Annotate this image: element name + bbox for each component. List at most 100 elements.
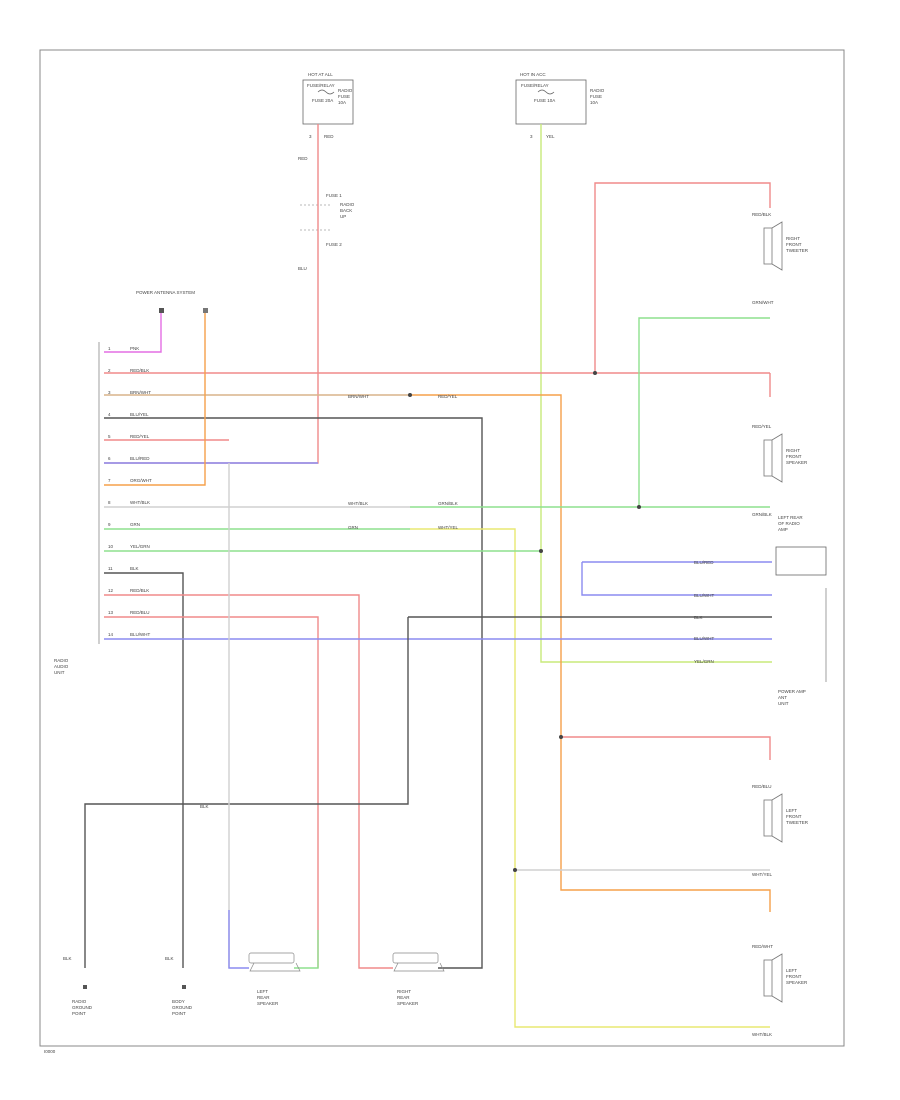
amp-wire-4: BLU/WHT (694, 636, 715, 641)
amp-wire-5: YEL/GRN (694, 659, 714, 664)
right-rear-label-2: REAR (397, 995, 410, 1000)
mid-fuse-side-1: RADIO (340, 202, 355, 207)
fuse-left-fuse: FUSE 20A (312, 98, 333, 103)
wire-black-18 (104, 572, 184, 968)
radio-unit-label-2: AUDIO (54, 664, 69, 669)
splice-dot-3 (559, 735, 563, 739)
wire-blue-27 (228, 910, 249, 969)
splice-dot-1 (637, 505, 641, 509)
amp-connector: LEFT REAR OF RADIO AMP POWER AMP ANT UNI… (694, 515, 827, 706)
right-speaker-label: FRONT (786, 814, 802, 819)
radio-ground-wire: BLK (63, 956, 72, 961)
antenna-terminal-2 (203, 308, 208, 313)
left-rear-label-1: LEFT (257, 989, 268, 994)
right-speaker-label: FRONT (786, 242, 802, 247)
fuse-left-pin: 3 (309, 134, 312, 139)
amp-label-3: AMP (778, 527, 788, 532)
right-speaker-group: RIGHTFRONTTWEETERRED/BLKGRN/WHTRIGHTFRON… (752, 212, 809, 1037)
mid-fuse-label-2: FUSE 2 (326, 242, 342, 247)
right-speaker-wire-bottom: WHT/BLK (752, 1032, 772, 1037)
splice-dot-4 (513, 868, 517, 872)
wire-red-20 (104, 616, 319, 968)
amp-bottom-label-2: ANT (778, 695, 787, 700)
radio-pin-number: 14 (108, 632, 114, 637)
wire-black-25 (84, 617, 409, 968)
wire-green-28 (294, 930, 319, 969)
radio-unit-label-3: UNIT (54, 670, 65, 675)
wire-green-14 (638, 317, 770, 507)
fuse-left-side-3: 10A (338, 100, 346, 105)
wire-black-8 (104, 417, 483, 969)
amp-wire-2: BLU/WHT (694, 593, 715, 598)
mid-fuse-wire-1: RED (298, 156, 308, 161)
right-speaker-label: SPEAKER (786, 460, 808, 465)
antenna-system-label: POWER ANTENNA SYSTEM (136, 290, 195, 295)
radio-pin-wire: BLK (130, 566, 139, 571)
radio-pin-number: 7 (108, 478, 111, 483)
body-ground-label-1: BODY (172, 999, 185, 1004)
radio-pin-wire: BLU/YEL (130, 412, 149, 417)
radio-pin-wire: BRN/WHT (130, 390, 151, 395)
mid-fuse-label-1: FUSE 1 (326, 193, 342, 198)
wire-orange-7 (410, 394, 771, 912)
body-ground-wire: BLK (165, 956, 174, 961)
right-speaker-label: FRONT (786, 974, 802, 979)
radio-pin-number: 11 (108, 566, 113, 571)
wire-orange-11 (104, 313, 206, 486)
radio-pin-wire: ORG/WHT (130, 478, 152, 483)
radio-pin-number: 5 (108, 434, 111, 439)
radio-pin-wire: RED/BLU (130, 610, 150, 615)
fuse-right-box: FUSE/RELAY (521, 83, 549, 88)
wire-pink-2 (104, 313, 162, 353)
splice-dot-5 (408, 393, 412, 397)
splice-dot-2 (539, 549, 543, 553)
right-speaker-label: TWEETER (786, 820, 809, 825)
amp-wire-3: BLK (694, 615, 703, 620)
wire-red-19 (104, 594, 393, 969)
right-speaker-label: LEFT (786, 968, 797, 973)
fuse-left-box: FUSE/RELAY (307, 83, 335, 88)
fuse-box-left: HOT AT ALL FUSE/RELAY FUSE 20A RADIO FUS… (302, 72, 354, 139)
fuse-left-wire: RED (324, 134, 334, 139)
radio-pin-wire: BLU/WHT (130, 632, 151, 637)
fuse-box-right: HOT IN ACC FUSE/RELAY FUSE 10A RADIO FUS… (515, 72, 605, 139)
radio-pin-number: 6 (108, 456, 111, 461)
amp-bottom-label-1: POWER AMP (778, 689, 806, 694)
mid-fuse-side-3: UP (340, 214, 346, 219)
right-speaker-wire-top: RED/WHT (752, 944, 773, 949)
radio-unit-label-1: RADIO (54, 658, 69, 663)
ground-wire-label: BLK (200, 804, 209, 809)
body-ground-label-3: POINT (172, 1011, 186, 1016)
splice-label-6: WHT/YEL (438, 525, 458, 530)
mid-fuse: FUSE 1 FUSE 2 RADIO BACK UP RED BLU (298, 156, 355, 271)
fuse-right-wire: YEL (546, 134, 555, 139)
radio-pin-number: 10 (108, 544, 114, 549)
body-ground-point: BLK BODY GROUND POINT (165, 956, 193, 1016)
footer-code: I0000 (44, 1049, 56, 1054)
wire-yellow-16 (410, 528, 770, 1028)
radio-pin-number: 12 (108, 588, 114, 593)
radio-pin-wire: BLU/RED (130, 456, 150, 461)
fuse-left-header: HOT AT ALL (308, 72, 333, 77)
amp-label-2: OF RADIO (778, 521, 800, 526)
radio-pin-wire: WHT/BLK (130, 500, 150, 505)
mid-fuse-side-2: BACK (340, 208, 352, 213)
radio-pin-number: 13 (108, 610, 114, 615)
wire-group (84, 124, 772, 1028)
radio-pin-number: 1 (108, 346, 111, 351)
radio-pin-wire: GRN (130, 522, 140, 527)
splice-label-5: GRN (348, 525, 358, 530)
radio-pin-number: 2 (108, 368, 111, 373)
radio-pin-wire: RED/YEL (130, 434, 150, 439)
left-rear-label-3: SPEAKER (257, 1001, 279, 1006)
right-speaker-wire-bottom: WHT/YEL (752, 872, 772, 877)
radio-ground-label-1: RADIO (72, 999, 87, 1004)
right-speaker-label: FRONT (786, 454, 802, 459)
right-speaker-label: RIGHT (786, 236, 800, 241)
radio-ground-label-3: POINT (72, 1011, 86, 1016)
fuse-right-side-1: RADIO (590, 88, 605, 93)
wire-red-4 (594, 182, 771, 373)
left-rear-speaker: LEFT REAR SPEAKER (248, 952, 301, 1006)
radio-pin-number: 4 (108, 412, 111, 417)
